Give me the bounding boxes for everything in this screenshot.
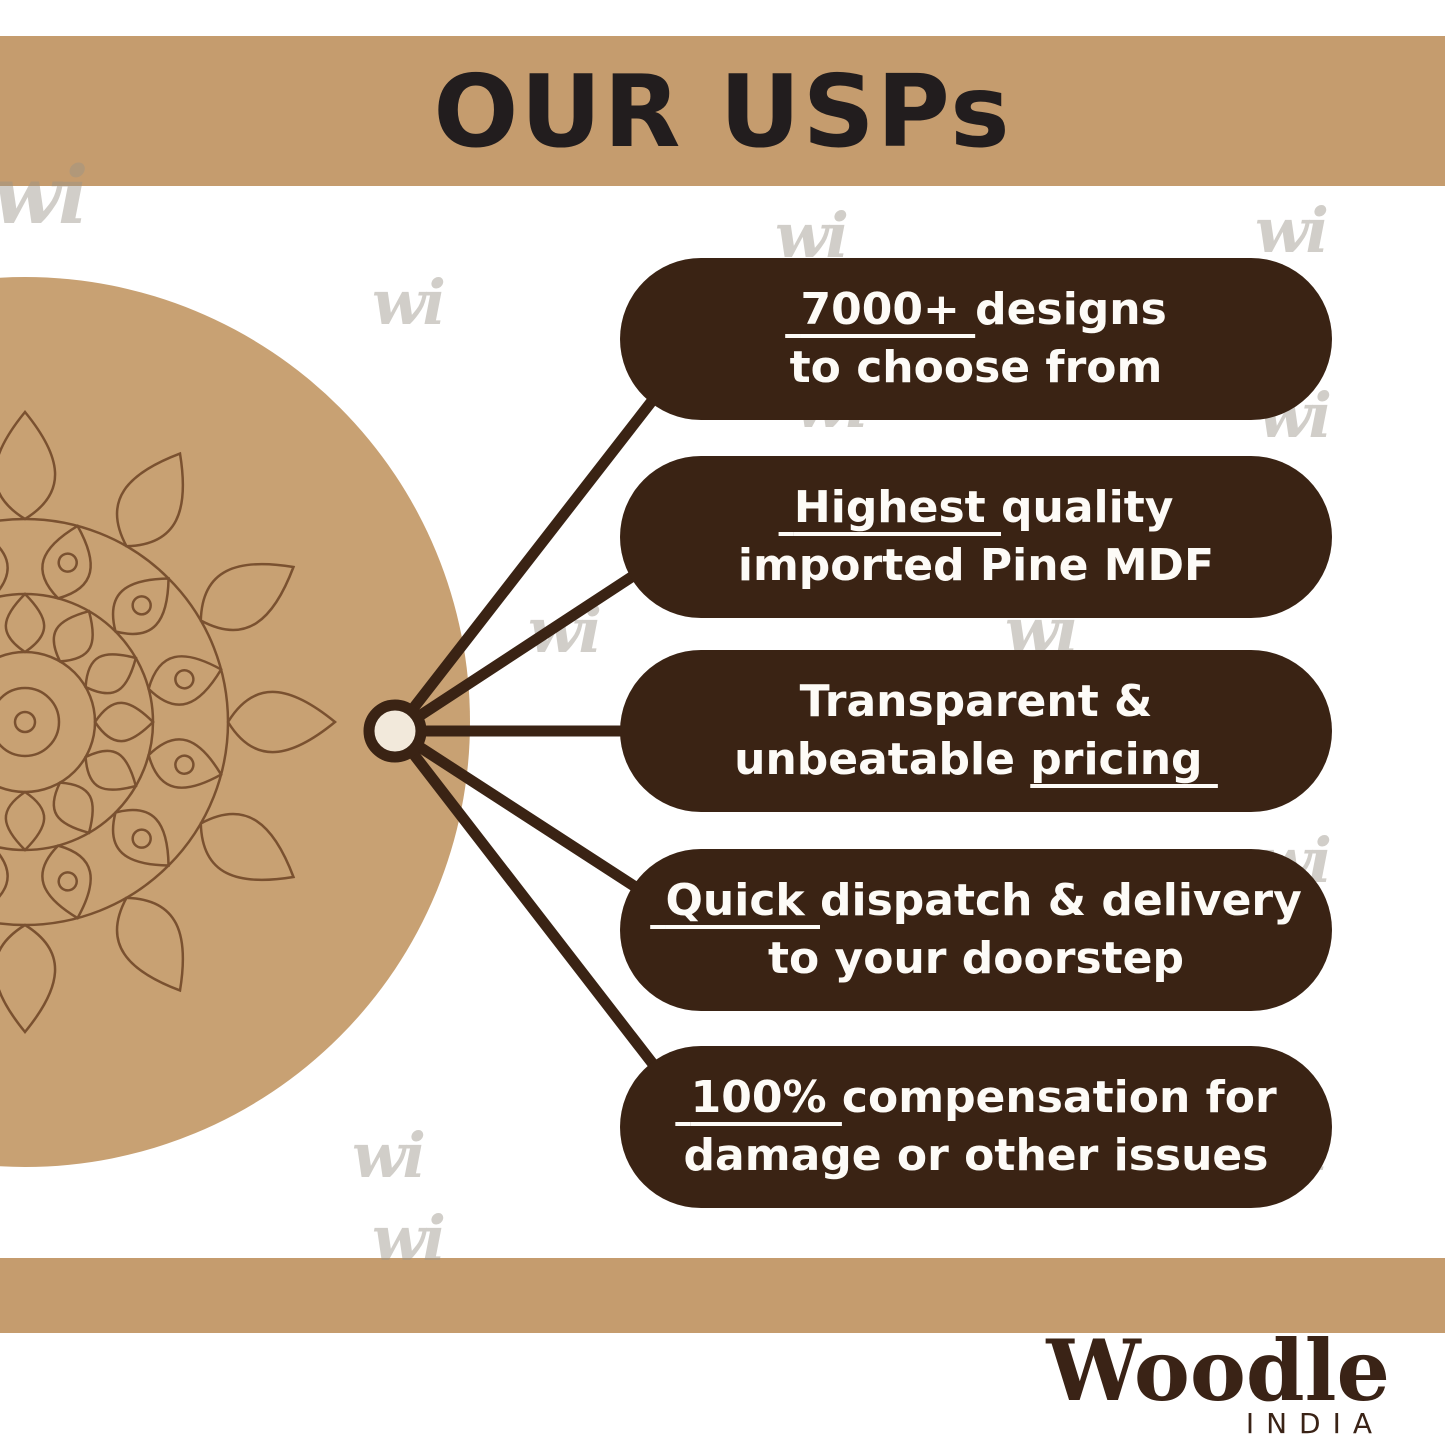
page-title: OUR USPs	[433, 52, 1012, 170]
watermark: wi	[1258, 379, 1332, 452]
usp-pill-4: Quick dispatch & delivery to your doorste…	[620, 849, 1332, 1011]
watermark: wi	[775, 199, 849, 272]
footer-band	[0, 1258, 1445, 1333]
brand-country: INDIA	[1245, 1407, 1384, 1441]
watermark: wi	[528, 594, 602, 667]
watermark: wi	[1005, 594, 1079, 667]
usp-pill-line: to your doorstep	[767, 933, 1185, 984]
watermark: wi	[1255, 1112, 1329, 1185]
usp-pill-3: Transparent & unbeatable pricing	[620, 650, 1332, 812]
watermark: wi	[372, 1202, 446, 1275]
mandala-board	[0, 277, 470, 1167]
usp-pill-line: Highest quality	[778, 481, 1174, 533]
watermark: wi	[372, 266, 446, 339]
watermark: wi	[1258, 824, 1332, 897]
usp-pill-line: unbeatable pricing	[734, 734, 1218, 785]
mdf-circle	[0, 277, 470, 1167]
watermark: wi	[1255, 194, 1329, 267]
watermark: wi	[352, 1119, 426, 1192]
usp-pill-line: imported Pine MDF	[737, 540, 1215, 591]
mandala-pattern	[0, 410, 337, 1034]
header-band: OUR USPs	[0, 36, 1445, 186]
usp-pill-line: 7000+ designs	[785, 283, 1167, 335]
usp-pill-line: Transparent &	[799, 675, 1153, 727]
watermark: wi	[728, 1112, 802, 1185]
brand-name: Woodle	[1046, 1321, 1390, 1420]
watermark: wi	[795, 369, 869, 442]
usp-pill-line: Quick dispatch & delivery	[650, 874, 1302, 926]
usp-pill-2: Highest quality imported Pine MDF	[620, 456, 1332, 618]
woodle-logo: Woodle INDIA	[1046, 1321, 1390, 1441]
footer: Woodle INDIA	[0, 1326, 1445, 1445]
watermark: wi	[0, 148, 88, 242]
